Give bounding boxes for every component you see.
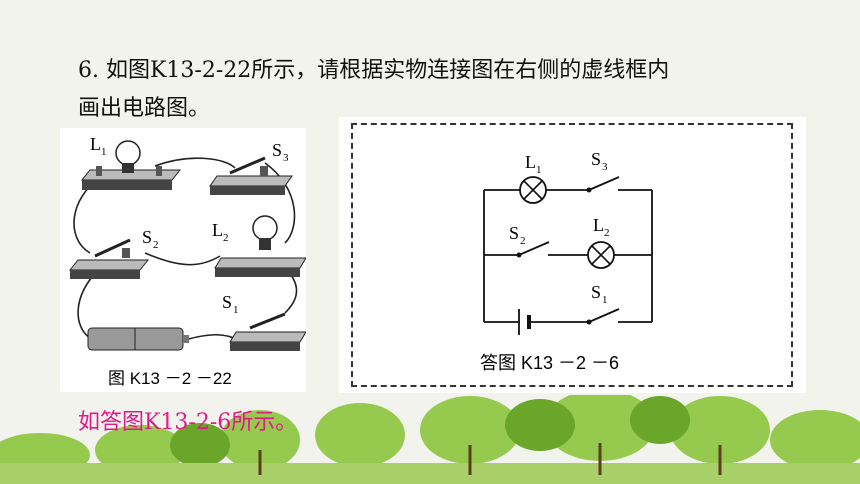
switch-S3-pivot [586, 187, 592, 193]
label-L1: L [90, 134, 101, 154]
wire-b [154, 157, 236, 169]
label-L2: L [593, 215, 604, 235]
label-S2: S [509, 223, 519, 243]
switch-S2-pivot [516, 252, 522, 258]
label-S2-sub: 2 [153, 239, 159, 251]
left-figure-caption: 图 K13 －2 －22 [108, 369, 232, 388]
label-L2: L [212, 220, 223, 240]
label-S1-sub: 1 [233, 304, 239, 316]
label-S3-sub: 3 [602, 161, 608, 173]
dashed-answer-frame [351, 123, 793, 387]
label-S2: S [142, 227, 152, 247]
label-S1: S [591, 282, 601, 302]
label-L2-sub: 2 [223, 232, 229, 244]
question-line-1: 6. 如图K13-2-22所示，请根据实物连接图在右侧的虚线框内 [78, 58, 670, 83]
lamp-L2-symbol [587, 241, 615, 269]
switch-S1-blade [588, 308, 620, 323]
label-S2-sub: 2 [520, 235, 526, 247]
switch-S2-blade [518, 241, 550, 256]
question-line-2: 画出电路图。 [78, 96, 211, 121]
decorative-foliage [0, 395, 860, 484]
label-S1-sub: 1 [602, 294, 608, 306]
label-S3-sub: 3 [283, 152, 289, 164]
lamp-L1-symbol [519, 176, 547, 204]
circuit-schematic: L 1 S 3 S 2 L 2 S 1 答图 K13 －2 －6 [480, 149, 653, 373]
switch-S1-board [229, 312, 307, 351]
wire-g [184, 333, 239, 341]
answer-text: 如答图K13-2-6所示。 [78, 410, 298, 435]
bulb-L2-board [214, 215, 307, 277]
label-S3: S [591, 149, 601, 169]
switch-S3-board [209, 156, 293, 195]
physical-connection-figure: L 1 S 3 S 2 L 2 S 1 图 K13 －2 －22 [60, 128, 307, 392]
bulb-L1-board [80, 140, 182, 190]
switch-S1-pivot [586, 319, 592, 325]
label-L2-sub: 2 [604, 227, 610, 239]
wire-d [144, 252, 221, 266]
label-L1-sub: 1 [536, 164, 542, 176]
question-text: 6. 如图K13-2-22所示，请根据实物连接图在右侧的虚线框内 画出电路图。 [78, 52, 808, 128]
label-S3: S [272, 140, 282, 160]
label-L1: L [525, 152, 536, 172]
right-figure-caption: 答图 K13 －2 －6 [480, 353, 619, 373]
battery-pack [87, 327, 189, 351]
label-L1-sub: 1 [101, 146, 107, 158]
label-S1: S [222, 292, 232, 312]
wire-c [264, 162, 296, 244]
circuit-diagram-area: L 1 S 3 S 2 L 2 S 1 答图 K13 －2 －6 [339, 117, 806, 393]
switch-S2-board [68, 238, 150, 279]
switch-S3-blade [588, 176, 620, 191]
physical-circuit-illustration: L 1 S 3 S 2 L 2 S 1 图 K13 －2 －22 [68, 134, 307, 388]
